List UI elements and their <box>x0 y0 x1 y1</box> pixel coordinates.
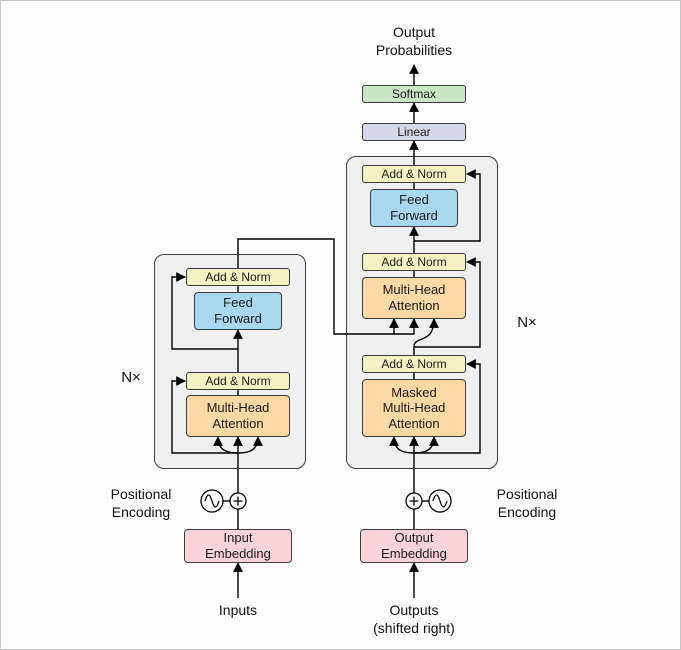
positional-encoding-label-right: Positional Encoding <box>496 486 558 521</box>
add-norm-box: Add & Norm <box>362 165 466 183</box>
inputs-label: Inputs <box>218 602 258 618</box>
n-times-label-decoder: N× <box>517 314 537 331</box>
multi-head-attention-box: Multi-Head Attention <box>362 277 466 319</box>
plus-circle-icon <box>405 492 423 510</box>
positional-encoding-label-left: Positional Encoding <box>110 486 172 521</box>
feed-forward-box: Feed Forward <box>370 189 458 227</box>
outputs-label: Outputs (shifted right) <box>373 602 455 637</box>
plus-circle-icon <box>229 492 247 510</box>
add-norm-box: Add & Norm <box>186 372 290 390</box>
output-embedding-box: Output Embedding <box>360 529 468 563</box>
linear-box: Linear <box>362 123 466 141</box>
masked-multi-head-attention-box: Masked Multi-Head Attention <box>362 379 466 437</box>
add-norm-box: Add & Norm <box>186 268 290 286</box>
sine-wave-icon <box>200 489 224 513</box>
add-norm-box: Add & Norm <box>362 253 466 271</box>
input-embedding-box: Input Embedding <box>184 529 292 563</box>
multi-head-attention-box: Multi-Head Attention <box>186 395 290 437</box>
output-probabilities-label: Output Probabilities <box>375 24 453 59</box>
add-norm-box: Add & Norm <box>362 355 466 373</box>
softmax-box: Softmax <box>362 85 466 103</box>
feed-forward-box: Feed Forward <box>194 292 282 330</box>
sine-wave-icon <box>428 489 452 513</box>
n-times-label-encoder: N× <box>121 369 141 386</box>
